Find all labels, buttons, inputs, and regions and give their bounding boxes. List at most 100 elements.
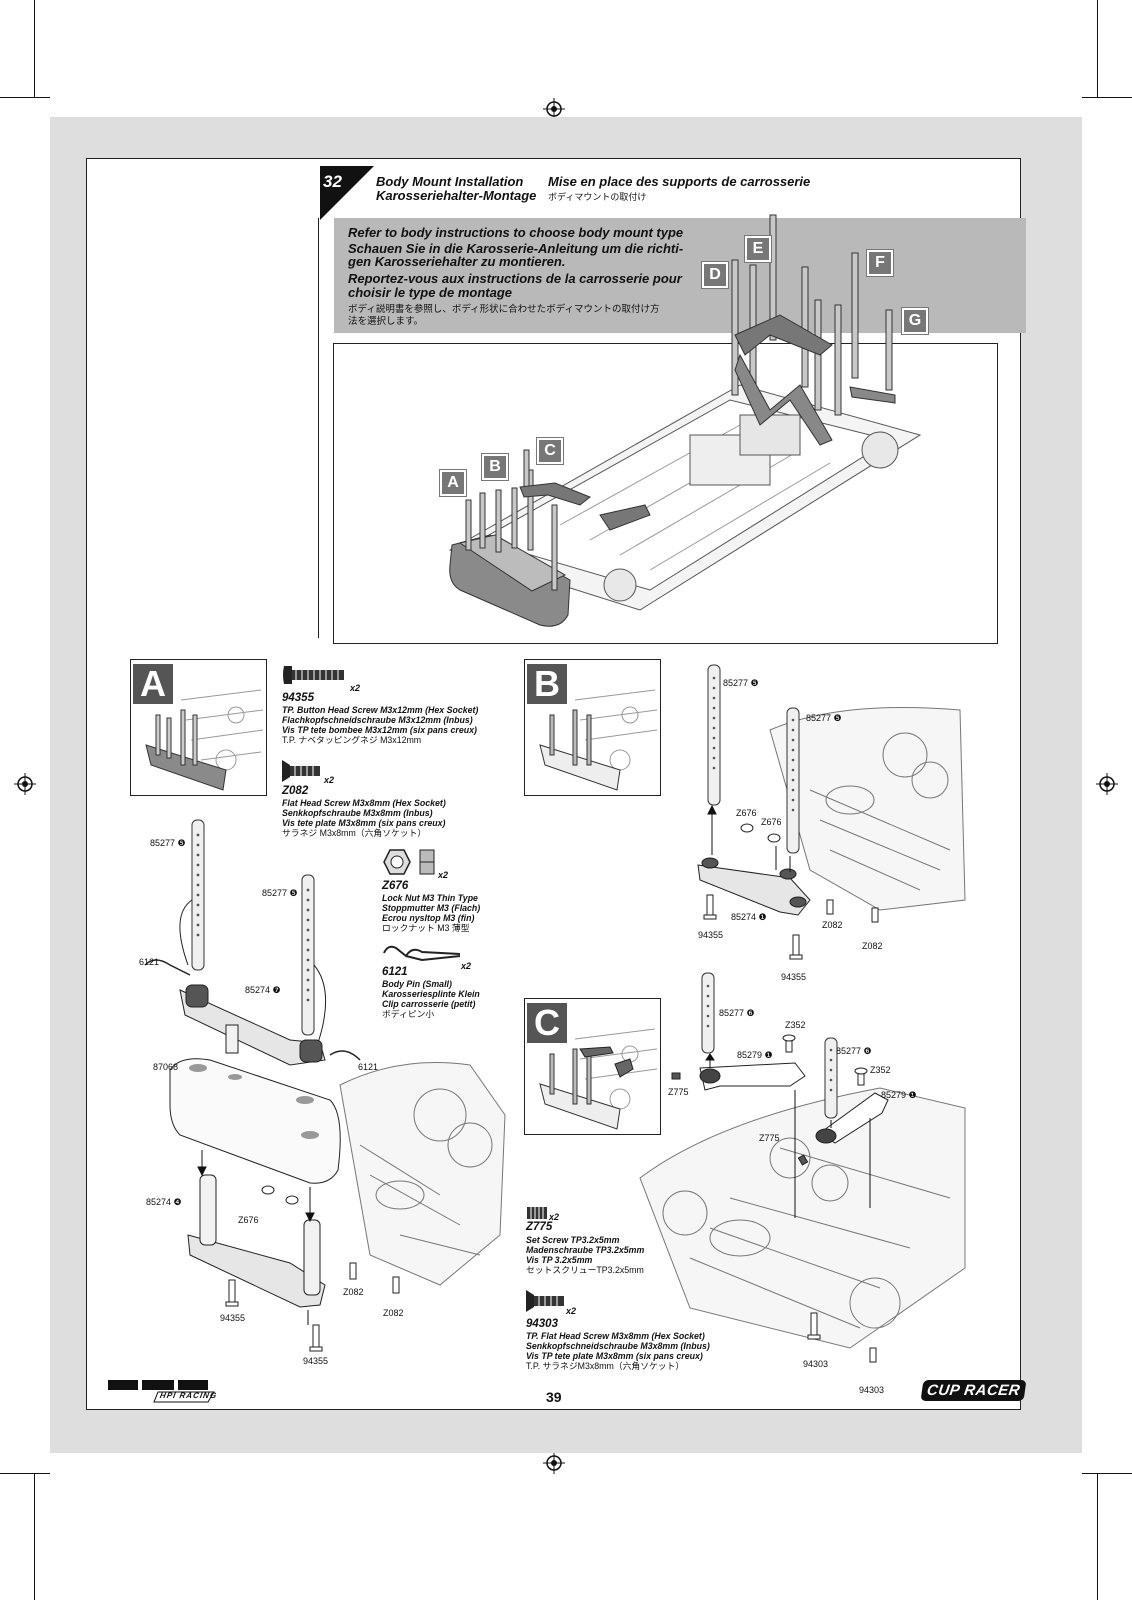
- section-b-thumb-illustration: [539, 689, 658, 791]
- callout-label: Z352: [870, 1065, 891, 1075]
- overview-letter-g: G: [901, 307, 929, 335]
- button-head-screw-icon: [283, 666, 344, 684]
- flat-head-screw-icon: [282, 760, 320, 782]
- note-fr-2: choisir le type de montage: [348, 285, 512, 300]
- note-jp-2: 法を選択します。: [348, 316, 424, 327]
- note-jp-1: ボディ説明書を参照し、ボディ形状に合わせたボディマウントの取付け方: [348, 304, 660, 315]
- callout-label: Z676: [238, 1215, 259, 1225]
- callout-label: 85274 ❼: [245, 985, 281, 995]
- part-jp: セットスクリューTP3.2x5mm: [526, 1265, 644, 1275]
- set-screw-icon: [527, 1207, 547, 1219]
- part-code: Z082: [282, 785, 309, 797]
- crop-mark: [34, 0, 35, 97]
- part-jp: ボディピン小: [382, 1009, 435, 1019]
- flat-head-screw-icon: [526, 1290, 564, 1312]
- callout-label: Z082: [862, 941, 883, 951]
- crop-mark: [34, 1473, 35, 1600]
- section-c-thumbnail: [524, 998, 661, 1135]
- brand-left-text: HPI RACING: [159, 1391, 218, 1400]
- callout-label: Z775: [759, 1133, 780, 1143]
- part-jp: T.P. サラネジM3x8mm（六角ソケット）: [526, 1361, 685, 1371]
- part-en: Flat Head Screw M3x8mm (Hex Socket): [282, 798, 446, 808]
- registration-mark-icon: [14, 773, 36, 795]
- part-fr: Vis TP tete plate M3x8mm (six pans creux…: [526, 1351, 703, 1361]
- part-de: Flachkopfschneidschraube M3x12mm (Inbus): [282, 715, 473, 725]
- part-qty: x2: [350, 683, 361, 693]
- part-qty: x2: [324, 775, 335, 785]
- part-qty: x2: [461, 961, 472, 971]
- part-jp: ロックナット M3 薄型: [382, 923, 470, 933]
- part-description: TP. Flat Head Screw M3x8mm (Hex Socket) …: [526, 1331, 710, 1371]
- callout-label: 85277 ❺: [262, 888, 298, 898]
- part-qty: x2: [566, 1306, 577, 1316]
- overview-letter-c: C: [536, 437, 564, 465]
- part-fr: Vis tete plate M3x8mm (six pans creux): [282, 818, 446, 828]
- step-title-de: Karosseriehalter-Montage: [376, 188, 537, 203]
- part-fr: Vis TP 3.2x5mm: [526, 1255, 593, 1265]
- note-en: Refer to body instructions to choose bod…: [348, 225, 684, 240]
- part-en: Lock Nut M3 Thin Type: [382, 893, 478, 903]
- crop-mark: [1082, 97, 1132, 98]
- callout-label: 6121: [358, 1062, 379, 1072]
- callout-label: Z775: [668, 1087, 689, 1097]
- callout-label: 85277 ❻: [836, 1046, 872, 1056]
- callout-label: 85277 ❻: [719, 1008, 755, 1018]
- part-code: 94355: [282, 692, 314, 704]
- callout-label: Z082: [343, 1287, 364, 1297]
- part-fr: Vis TP tete bombee M3x12mm (six pans cre…: [282, 725, 477, 735]
- overview-letter-a: A: [439, 469, 467, 497]
- section-c-letter: C: [527, 1003, 567, 1043]
- hpi-logo-icon: [108, 1380, 215, 1403]
- part-code: Z676: [382, 880, 409, 892]
- note-fr-1: Reportez-vous aux instructions de la car…: [348, 271, 682, 286]
- callout-label: 85274 ❶: [731, 912, 767, 922]
- part-code: Z775: [526, 1221, 553, 1233]
- callout-label: 94303: [859, 1385, 885, 1395]
- callout-label: 85277 ❺: [723, 678, 759, 688]
- part-code: 6121: [382, 966, 408, 978]
- callout-label: 94303: [803, 1359, 829, 1369]
- callout-label: 94355: [781, 972, 807, 982]
- callout-label: 87068: [153, 1062, 179, 1072]
- callout-label: 85277 ❺: [150, 838, 186, 848]
- registration-mark-icon: [1096, 773, 1118, 795]
- callout-label: 85279 ❶: [881, 1090, 917, 1100]
- callout-label: 85274 ❹: [146, 1197, 182, 1207]
- part-en: Body Pin (Small): [382, 979, 452, 989]
- crop-mark: [0, 1473, 50, 1474]
- section-c-assembly-illustration: [639, 972, 966, 1363]
- callout-label: Z676: [761, 817, 782, 827]
- step-title-fr: Mise en place des supports de carrosseri…: [548, 174, 811, 189]
- hpi-racing-logo: HPI RACING: [108, 1378, 218, 1404]
- callout-label: Z082: [383, 1308, 404, 1318]
- part-description: Lock Nut M3 Thin Type Stoppmutter M3 (Fl…: [382, 893, 480, 933]
- registration-mark-icon: [543, 1452, 565, 1474]
- part-description: Body Pin (Small) Karosseriesplinte Klein…: [382, 979, 480, 1019]
- overview-letter-b: B: [481, 453, 509, 481]
- lock-nut-icon: [383, 849, 435, 875]
- section-c-thumb-illustration: [539, 1028, 658, 1130]
- part-code: 94303: [526, 1318, 558, 1330]
- callout-label: 85277 ❺: [806, 713, 842, 723]
- section-a-assembly-illustration: [144, 819, 506, 1352]
- part-description: Flat Head Screw M3x8mm (Hex Socket) Senk…: [282, 798, 446, 838]
- section-b-assembly-illustration: [697, 664, 966, 960]
- step-title-jp: ボディマウントの取付け: [548, 192, 647, 202]
- part-de: Senkkopfschneidschraube M3x8mm (Inbus): [526, 1341, 710, 1351]
- step-number-badge: [320, 166, 374, 220]
- registration-mark-icon: [543, 98, 565, 120]
- step-title-en: Body Mount Installation: [376, 174, 524, 189]
- callout-label: Z352: [785, 1020, 806, 1030]
- part-de: Senkkopfschraube M3x8mm (Inbus): [282, 808, 433, 818]
- section-a-thumb-illustration: [145, 689, 264, 791]
- callout-label: 6121: [139, 957, 160, 967]
- crop-mark: [1097, 0, 1098, 97]
- part-fr: Ecrou nysltop M3 (fin): [382, 913, 475, 923]
- part-en: TP. Button Head Screw M3x12mm (Hex Socke…: [282, 705, 479, 715]
- overview-letter-f: F: [866, 249, 894, 277]
- overview-letter-e: E: [744, 235, 772, 263]
- callout-label: 85279 ❶: [737, 1050, 773, 1060]
- page-number: 39: [546, 1389, 562, 1405]
- chassis-overview-illustration: [448, 214, 922, 627]
- step-number: 32: [323, 172, 342, 191]
